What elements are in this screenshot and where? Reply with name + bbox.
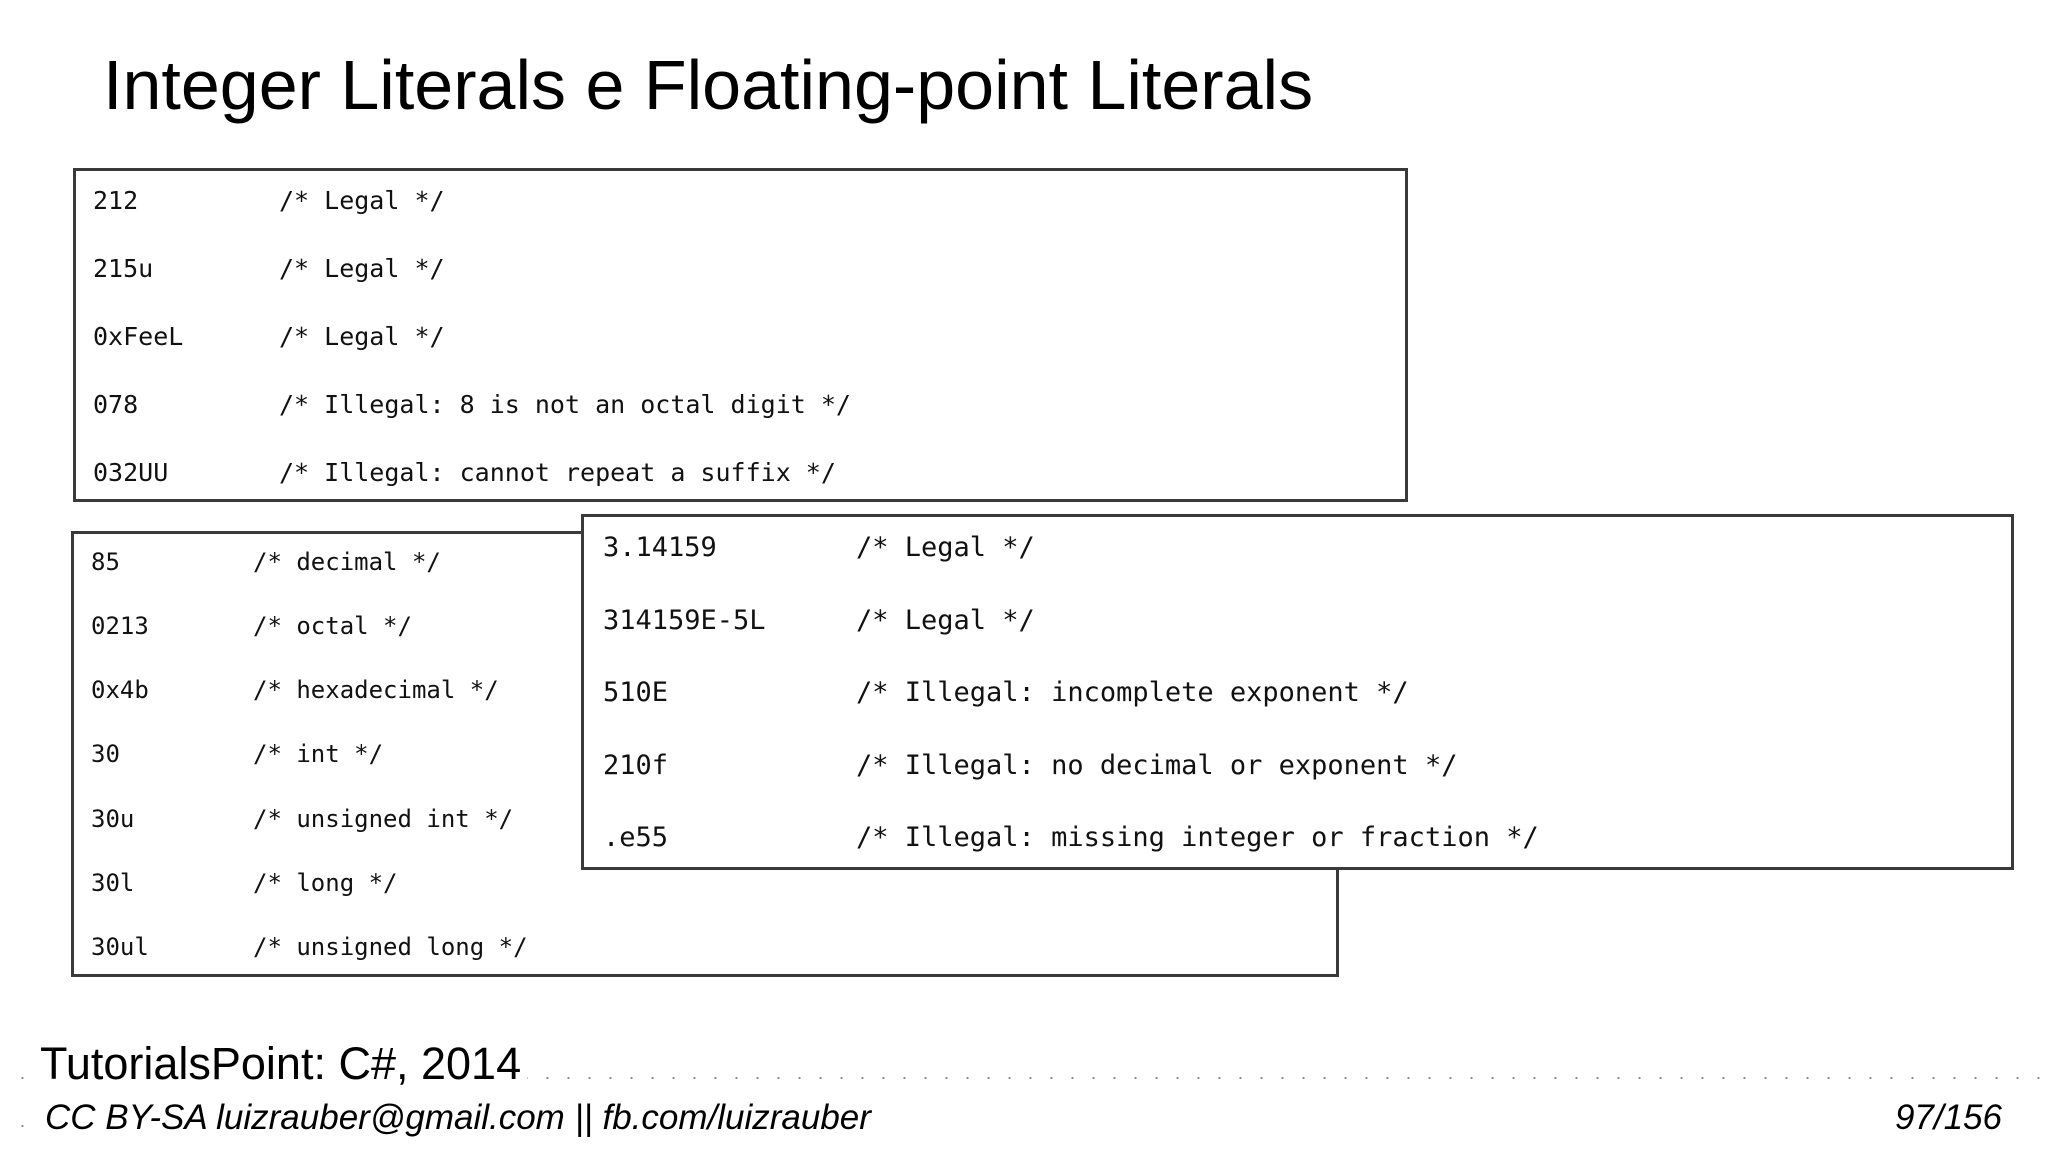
code-line: 30u /* unsigned int */ xyxy=(91,805,513,917)
literal-comment: /* Legal */ xyxy=(856,605,1035,636)
literal-value: 0x4b xyxy=(91,676,149,704)
literal-comment: /* Legal */ xyxy=(856,532,1035,563)
code-line: 0213 /* octal */ xyxy=(91,612,412,724)
literal-comment: /* decimal */ xyxy=(253,548,441,576)
code-line: 078 /* Illegal: 8 is not an octal digit … xyxy=(93,390,851,506)
code-line: 314159E-5L /* Legal */ xyxy=(603,605,1035,729)
page-number: 97/156 xyxy=(1894,1098,2002,1137)
slide-title: Integer Literals e Floating-point Litera… xyxy=(103,46,1314,124)
literal-comment: /* Legal */ xyxy=(279,322,445,351)
literal-value: .e55 xyxy=(603,822,669,853)
footer-dotted-marker xyxy=(12,1125,32,1127)
footer-dotted-divider xyxy=(12,1077,2042,1079)
literal-value: 212 xyxy=(93,186,139,215)
literal-comment: /* Illegal: cannot repeat a suffix */ xyxy=(279,458,836,487)
literal-value: 30ul xyxy=(91,933,149,961)
literal-value: 510E xyxy=(603,677,669,708)
literal-value: 30u xyxy=(91,805,135,833)
literal-value: 0213 xyxy=(91,612,149,640)
code-line: .e55 /* Illegal: missing integer or frac… xyxy=(603,822,1539,946)
literal-value: 3.14159 xyxy=(603,532,717,563)
literal-comment: /* unsigned int */ xyxy=(253,805,514,833)
code-line: 0xFeeL /* Legal */ xyxy=(93,322,445,438)
literal-value: 215u xyxy=(93,254,154,283)
code-line: 215u /* Legal */ xyxy=(93,254,445,370)
literal-comment: /* Illegal: incomplete exponent */ xyxy=(856,677,1409,708)
literal-comment: /* Illegal: no decimal or exponent */ xyxy=(856,750,1458,781)
literal-value: 30l xyxy=(91,869,135,897)
literal-comment: /* int */ xyxy=(253,740,384,768)
code-line: 510E /* Illegal: incomplete exponent */ xyxy=(603,677,1409,801)
code-line: 032UU /* Illegal: cannot repeat a suffix… xyxy=(93,458,836,574)
code-line: 210f /* Illegal: no decimal or exponent … xyxy=(603,750,1457,874)
code-line: 85 /* decimal */ xyxy=(91,548,441,660)
code-line: 212 /* Legal */ xyxy=(93,186,445,302)
source-reference: TutorialsPoint: C#, 2014 xyxy=(40,1036,528,1092)
literal-comment: /* octal */ xyxy=(253,612,412,640)
literal-value: 30 xyxy=(91,740,120,768)
literal-value: 0xFeeL xyxy=(93,322,184,351)
literal-comment: /* Legal */ xyxy=(279,186,445,215)
code-line: 0x4b /* hexadecimal */ xyxy=(91,676,499,788)
literal-comment: /* Legal */ xyxy=(279,254,445,283)
floating-point-code-box: 3.14159 /* Legal */ 314159E-5L /* Legal … xyxy=(581,514,2014,870)
literal-value: 85 xyxy=(91,548,120,576)
literal-comment: /* Illegal: 8 is not an octal digit */ xyxy=(279,390,851,419)
literal-comment: /* unsigned long */ xyxy=(253,933,528,961)
literal-comment: /* long */ xyxy=(253,869,398,897)
code-line: 30l /* long */ xyxy=(91,869,398,981)
literal-comment: /* Illegal: missing integer or fraction … xyxy=(856,822,1539,853)
code-line: 30 /* int */ xyxy=(91,740,383,852)
integer-legality-code-box: 212 /* Legal */ 215u /* Legal */ 0xFeeL … xyxy=(73,168,1408,502)
literal-value: 210f xyxy=(603,750,669,781)
literal-value: 314159E-5L xyxy=(603,605,766,636)
literal-value: 078 xyxy=(93,390,139,419)
literal-comment: /* hexadecimal */ xyxy=(253,676,499,704)
literal-value: 032UU xyxy=(93,458,169,487)
footer-license: CC BY-SA luizrauber@gmail.com || fb.com/… xyxy=(45,1098,871,1137)
code-line: 3.14159 /* Legal */ xyxy=(603,532,1035,656)
code-line: 30ul /* unsigned long */ xyxy=(91,933,528,1045)
